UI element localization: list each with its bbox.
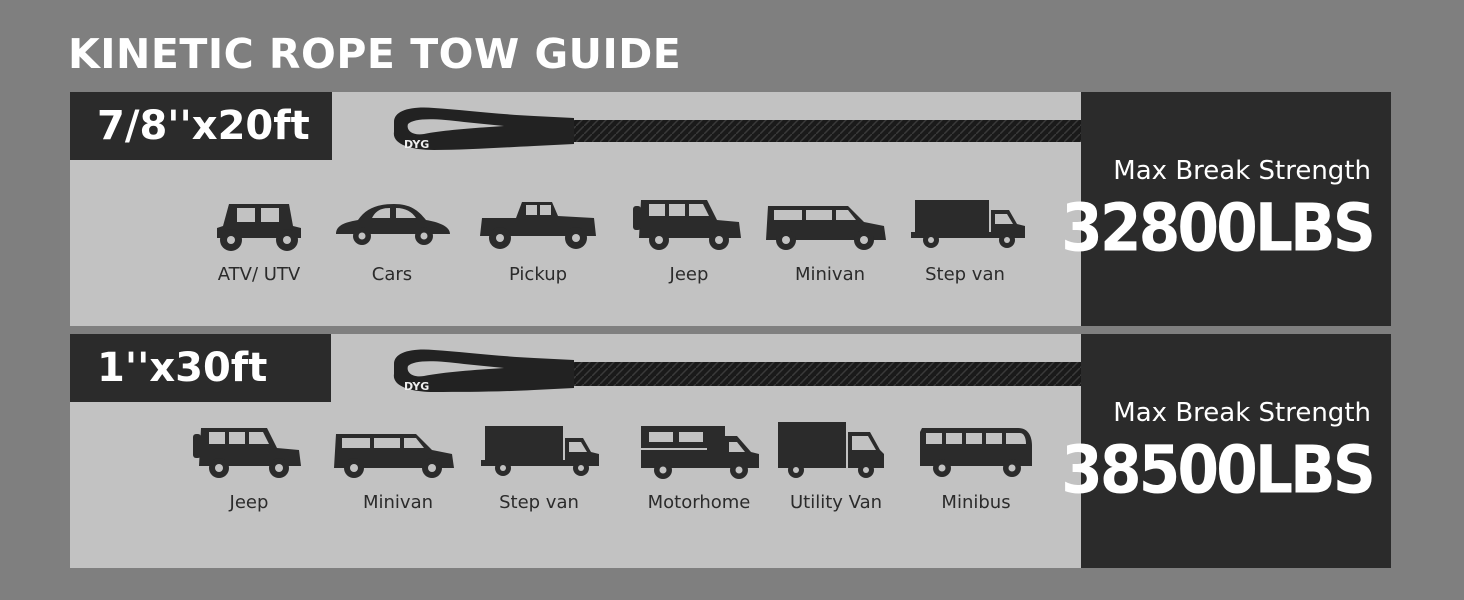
vehicle-label: Pickup xyxy=(508,264,568,285)
vehicle-label: Minibus xyxy=(941,492,1011,513)
strength-caption: Max Break Strength xyxy=(1113,156,1371,186)
vehicle-label: ATV/ UTV xyxy=(217,264,301,285)
vehicle-label: Minivan xyxy=(362,492,434,513)
rope-image: DYG xyxy=(393,107,1081,151)
svg-text:DYG: DYG xyxy=(404,138,429,151)
jeep-icon xyxy=(633,200,741,250)
minibus-icon xyxy=(920,428,1032,477)
car-icon xyxy=(336,204,450,245)
strength-value: 38500LBS xyxy=(1061,432,1376,509)
atv-icon xyxy=(217,204,301,251)
vehicle-row-2: Jeep Minivan xyxy=(70,334,1081,568)
vehicle-label: Jeep xyxy=(229,492,269,513)
vehicle-label: Utility Van xyxy=(789,492,883,513)
rope-size-label: 1''x30ft xyxy=(70,334,331,402)
minivan-icon xyxy=(766,206,886,250)
strength-box-1: Max Break Strength 32800LBS xyxy=(1061,92,1391,326)
jeep-icon xyxy=(193,428,301,478)
strength-value: 32800LBS xyxy=(1061,190,1376,267)
strength-caption: Max Break Strength xyxy=(1113,398,1371,428)
vehicle-label: Step van xyxy=(925,264,1005,285)
vehicle-label: Minivan xyxy=(794,264,866,285)
svg-text:DYG: DYG xyxy=(404,380,429,393)
vehicle-label: Jeep xyxy=(669,264,709,285)
step-van-icon xyxy=(911,200,1025,248)
vehicle-label: Step van xyxy=(499,492,579,513)
utility-van-icon xyxy=(778,422,884,478)
pickup-icon xyxy=(480,202,596,249)
vehicle-label: Cars xyxy=(371,264,413,285)
page-title: KINETIC ROPE TOW GUIDE xyxy=(68,30,682,78)
vehicle-label: Motorhome xyxy=(647,492,751,513)
rope-panel-1: ATV/ UTV Cars xyxy=(70,92,1081,326)
rope-image: DYG xyxy=(393,349,1081,393)
strength-box-2: Max Break Strength 38500LBS xyxy=(1061,334,1391,568)
motorhome-icon xyxy=(641,426,759,479)
rope-panel-2: Jeep Minivan xyxy=(70,334,1081,568)
vehicle-row-1: ATV/ UTV Cars xyxy=(70,92,1081,326)
minivan-icon xyxy=(334,434,454,478)
rope-size-label: 7/8''x20ft xyxy=(70,92,332,160)
step-van-icon xyxy=(481,426,599,476)
